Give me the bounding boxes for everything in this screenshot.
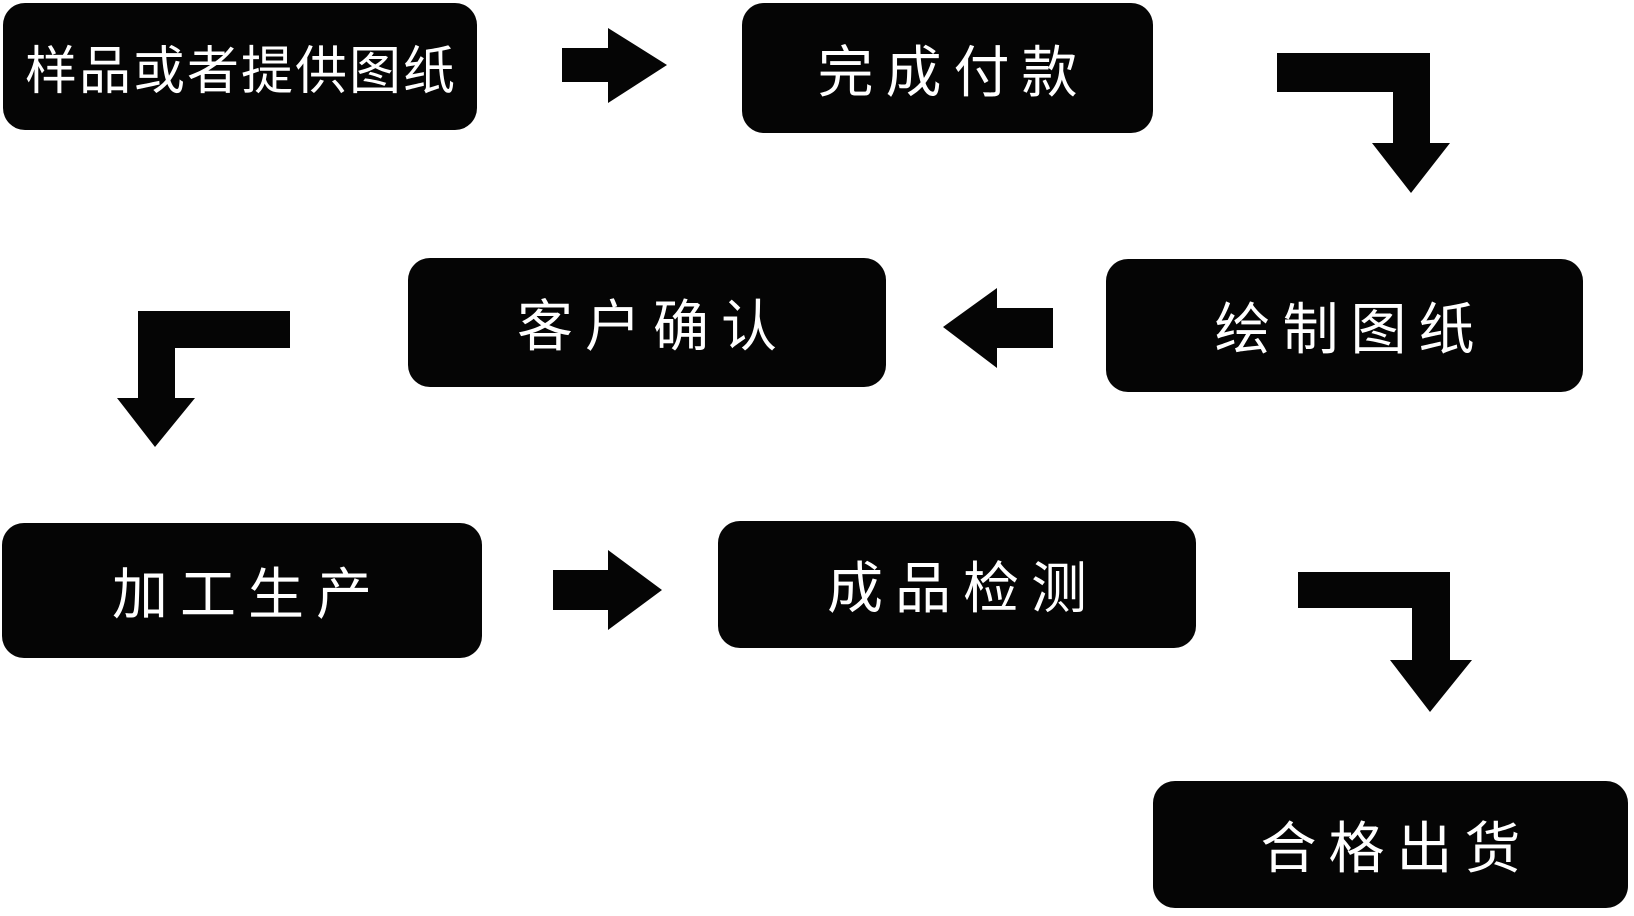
arrow-left-draw-to-confirm-icon xyxy=(943,288,1053,368)
node-label: 合格出货 xyxy=(1260,817,1533,880)
node-label: 样品或者提供图纸 xyxy=(24,43,457,101)
arrow-right-sample-to-payment-icon xyxy=(562,28,667,103)
node-finished-product-inspection: 成品检测 xyxy=(718,521,1196,648)
node-label: 成品检测 xyxy=(827,557,1099,620)
arrow-bent-down-confirm-to-produce-icon xyxy=(117,311,290,447)
node-label: 客户确认 xyxy=(517,295,789,358)
node-processing-production: 加工生产 xyxy=(2,523,482,658)
node-sample-or-provide-drawings: 样品或者提供图纸 xyxy=(3,3,477,130)
node-label: 完成付款 xyxy=(817,40,1090,104)
node-label: 加工生产 xyxy=(112,563,384,626)
node-draw-drawings: 绘制图纸 xyxy=(1106,259,1583,392)
node-qualified-shipment: 合格出货 xyxy=(1153,781,1628,908)
node-label: 绘制图纸 xyxy=(1214,298,1487,361)
node-complete-payment: 完成付款 xyxy=(742,3,1153,133)
arrow-bent-down-payment-to-draw-icon xyxy=(1277,53,1450,193)
arrow-bent-down-inspect-to-ship-icon xyxy=(1298,572,1472,712)
arrow-right-produce-to-inspect-icon xyxy=(553,550,662,630)
node-customer-confirmation: 客户确认 xyxy=(408,258,886,387)
